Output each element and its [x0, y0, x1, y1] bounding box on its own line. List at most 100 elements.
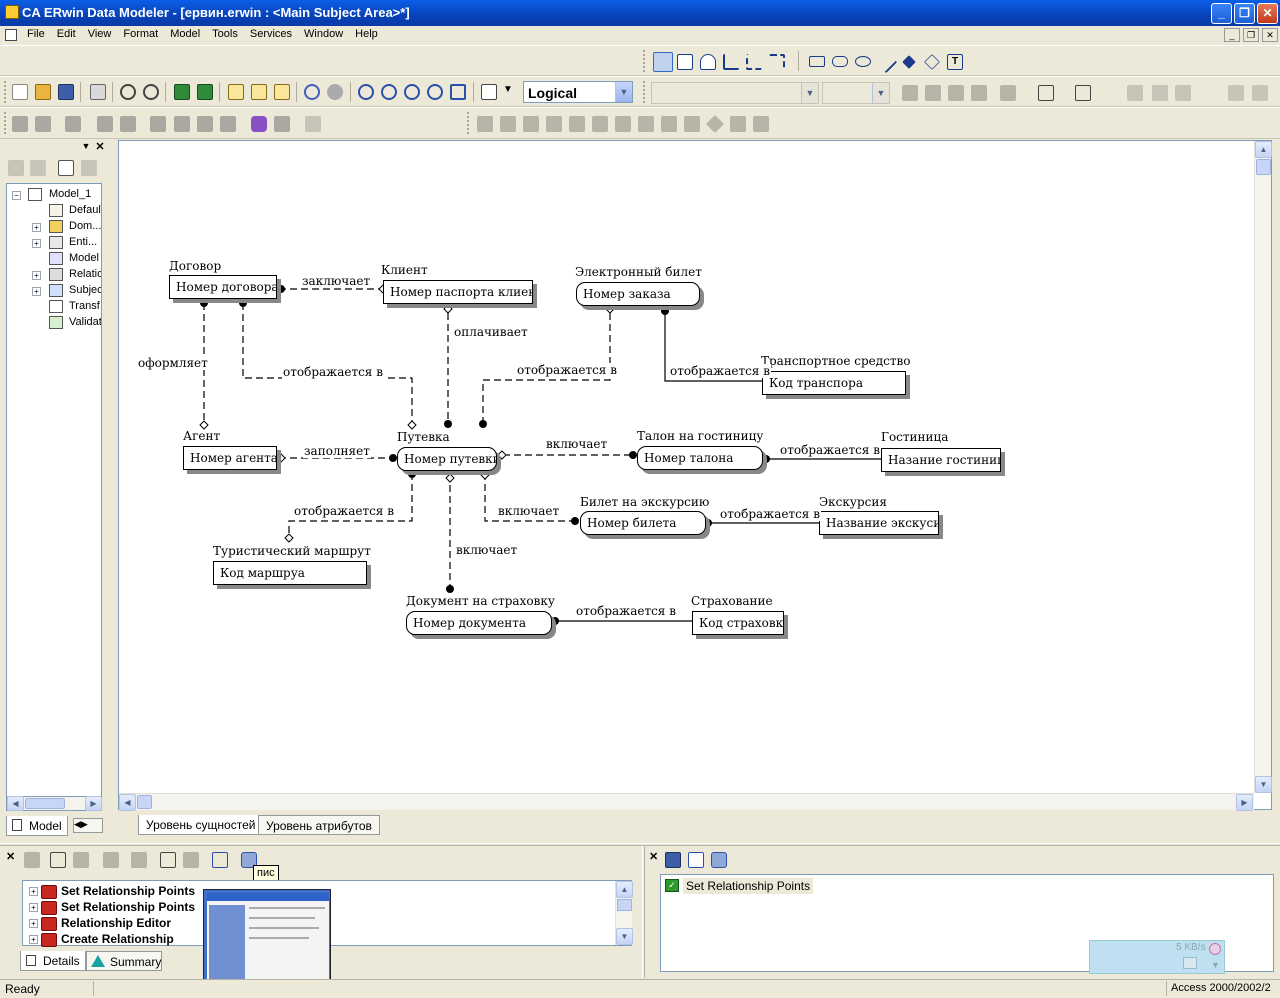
detail-close-button[interactable]: ✕ [649, 851, 659, 863]
relationship-label[interactable]: отображается в [575, 604, 677, 618]
list-item[interactable]: +Set Relationship Points [29, 900, 195, 916]
expand-icon[interactable]: + [32, 271, 41, 280]
line-tool-icon[interactable] [874, 50, 898, 74]
canvas-vscrollbar[interactable]: ▲ ▼ [1254, 141, 1272, 793]
ellipse-tool-icon[interactable] [855, 56, 871, 67]
open-icon[interactable] [35, 84, 51, 100]
list-item[interactable]: +Create Relationship [29, 932, 174, 948]
close-button[interactable]: ✕ [1257, 3, 1278, 24]
expand-icon[interactable]: + [32, 239, 41, 248]
heart-icon[interactable] [1209, 943, 1221, 955]
mdi-minimize-button[interactable]: _ [1224, 28, 1240, 42]
scroll-right-icon[interactable]: ▶ [1236, 794, 1253, 811]
relationship-label[interactable]: отображается в [293, 504, 395, 518]
relationship-label[interactable]: отображается в [516, 363, 618, 377]
model-tree[interactable]: − Model_1 Defaul + Dom... + Enti... Mode… [6, 183, 102, 797]
entity-insurance[interactable]: Код страховки [692, 611, 784, 635]
entity-e-ticket[interactable]: Номер заказа [576, 282, 700, 306]
relationship-label[interactable]: отображается в [669, 364, 771, 378]
fill-color-icon[interactable] [1038, 85, 1054, 101]
entity-route[interactable]: Код маршруа [213, 561, 367, 585]
menu-format[interactable]: Format [123, 28, 159, 40]
display-level-icon[interactable] [481, 84, 497, 100]
taskbar-thumbnail-preview[interactable] [203, 889, 331, 986]
entity-client[interactable]: Номер паспорта клиента [383, 280, 533, 304]
zoom-window-icon[interactable] [450, 84, 466, 100]
display-level-dropdown-icon[interactable]: ▼ [503, 84, 513, 95]
annotation-tool-icon[interactable] [902, 55, 916, 69]
tab-attribute-level[interactable]: Уровень атрибутов [258, 815, 380, 835]
chevron-down-icon[interactable]: ▼ [1211, 960, 1220, 970]
chevron-down-icon[interactable]: ▼ [615, 82, 632, 102]
find-icon[interactable] [120, 84, 136, 100]
tag-icon[interactable] [241, 852, 257, 868]
rectangle-tool-icon[interactable] [809, 56, 825, 67]
mdi-close-button[interactable]: ✕ [1262, 28, 1278, 42]
text-tool-icon[interactable]: T [947, 54, 963, 70]
many-to-many-relationship-icon[interactable] [769, 54, 785, 70]
menu-view[interactable]: View [87, 28, 112, 40]
scroll-left-icon[interactable]: ◀ [7, 796, 24, 811]
entity-contract[interactable]: Номер договора [169, 275, 277, 299]
tab-entity-level[interactable]: Уровень сущностей [138, 815, 264, 835]
filter-icon[interactable] [50, 852, 66, 868]
reverse-engineer-icon[interactable] [197, 84, 213, 100]
expand-icon[interactable]: + [29, 919, 38, 929]
explorer-menu-button[interactable]: ▼ [81, 141, 91, 151]
relationship-label[interactable]: отображается в [282, 365, 384, 379]
menu-tools[interactable]: Tools [212, 28, 238, 40]
entity-hotel-coupon[interactable]: Номер талона [637, 446, 763, 470]
relationship-label[interactable]: заключает [301, 274, 372, 288]
menu-services[interactable]: Services [249, 28, 293, 40]
scroll-thumb[interactable] [25, 798, 65, 809]
entity-tool-icon[interactable] [677, 54, 693, 70]
action-log-close-button[interactable]: ✕ [6, 851, 16, 863]
pane-splitter[interactable] [642, 846, 645, 978]
scroll-down-icon[interactable]: ▼ [616, 928, 633, 945]
model-report-icon[interactable] [251, 84, 267, 100]
rounded-rect-tool-icon[interactable] [832, 56, 848, 67]
expand-icon[interactable]: + [32, 223, 41, 232]
tag-tool-icon[interactable] [924, 54, 940, 70]
tab-model[interactable]: Model [6, 816, 68, 836]
tab-scroll-buttons[interactable]: ◀▶ [73, 818, 103, 833]
entity-agent[interactable]: Номер агента [183, 446, 277, 470]
save-log-icon[interactable] [665, 852, 681, 868]
identifying-relationship-icon[interactable] [723, 54, 739, 70]
explorer-close-button[interactable]: ✕ [95, 141, 105, 153]
properties-log-icon[interactable] [688, 852, 704, 868]
detail-item-label[interactable]: Set Relationship Points [683, 878, 814, 894]
new-icon[interactable] [12, 84, 28, 100]
expand-icon[interactable]: + [29, 903, 38, 913]
relationship-label[interactable]: заполняет [303, 444, 371, 458]
scroll-down-icon[interactable]: ▼ [1255, 776, 1272, 793]
zoom-in-icon[interactable] [381, 84, 397, 100]
scroll-right-icon[interactable]: ▶ [85, 796, 102, 811]
non-identifying-relationship-icon[interactable] [746, 54, 762, 70]
canvas-hscrollbar[interactable]: ◀ ▶ [119, 793, 1254, 811]
diagram-canvas[interactable]: Договор Клиент Электронный билет Транспо… [118, 140, 1272, 811]
relationship-label[interactable]: отображается в [779, 443, 881, 457]
tree-hscrollbar[interactable]: ◀ ▶ [6, 796, 102, 811]
forward-engineer-icon[interactable] [174, 84, 190, 100]
expand-icon[interactable]: + [29, 887, 38, 897]
tab-summary[interactable]: Summary [86, 951, 162, 971]
scroll-thumb[interactable] [617, 899, 632, 911]
replace-icon[interactable] [143, 84, 159, 100]
entity-hotel[interactable]: Назание гостиницы [881, 448, 1001, 472]
network-speed-widget[interactable]: 5 KB/s ▼ [1089, 940, 1225, 974]
menu-help[interactable]: Help [355, 28, 378, 40]
zoom-out-icon[interactable] [358, 84, 374, 100]
list-item[interactable]: +Relationship Editor [29, 916, 171, 932]
relationship-label[interactable]: включает [455, 543, 519, 557]
scroll-up-icon[interactable]: ▲ [1255, 141, 1272, 158]
entity-voucher[interactable]: Номер путевки [397, 447, 497, 471]
menu-window[interactable]: Window [304, 28, 344, 40]
complete-compare-icon[interactable] [228, 84, 244, 100]
entity-vehicle[interactable]: Код транспора [762, 371, 906, 395]
list-item[interactable]: +Set Relationship Points [29, 884, 195, 900]
relationship-label[interactable]: включает [545, 437, 609, 451]
relationship-label[interactable]: включает [497, 504, 561, 518]
view-tool-icon[interactable] [700, 54, 716, 70]
tag-log-icon[interactable] [711, 852, 727, 868]
